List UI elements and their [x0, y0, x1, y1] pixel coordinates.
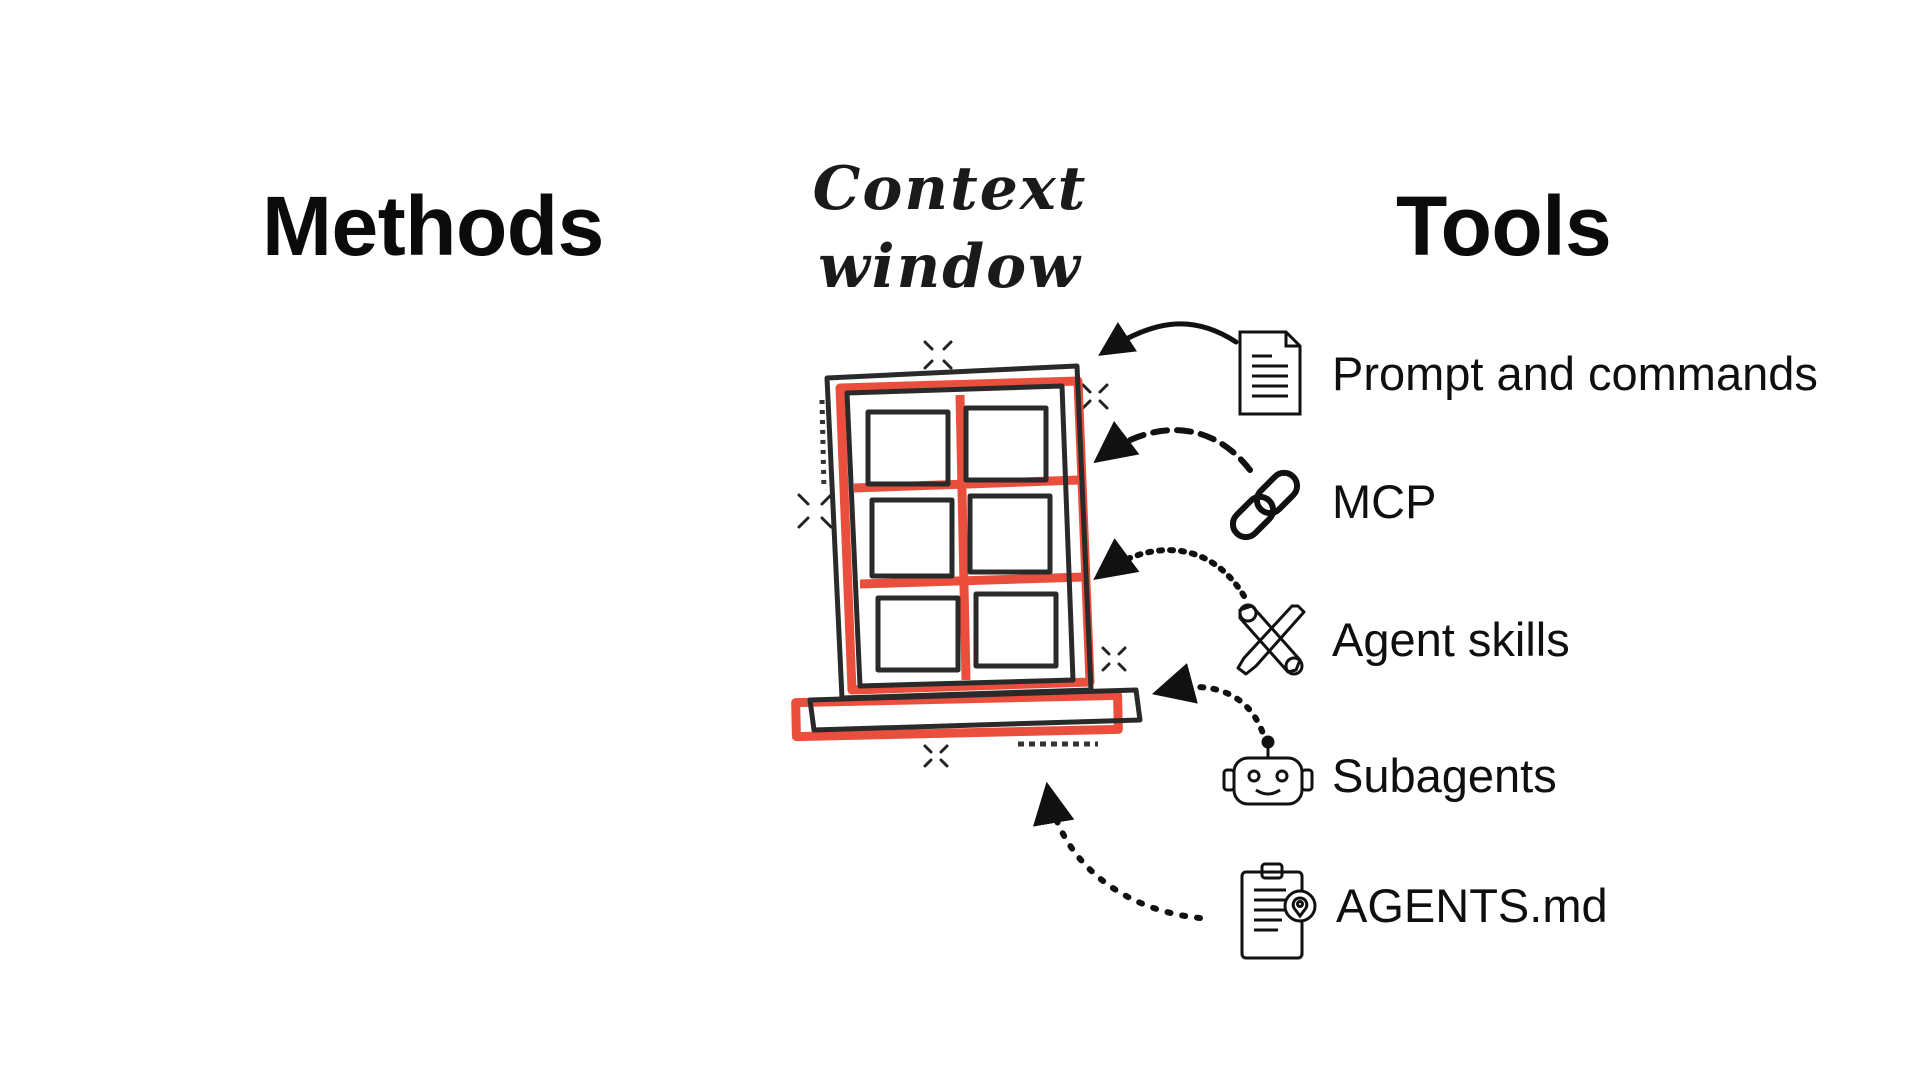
arrow-mcp	[1093, 420, 1253, 473]
document-icon	[1238, 330, 1302, 416]
tool-label-agents-md: AGENTS.md	[1336, 879, 1608, 932]
window-icon	[791, 340, 1143, 768]
clipboard-icon	[1240, 862, 1317, 960]
tool-label-prompt: Prompt and commands	[1332, 347, 1818, 400]
context-window-title-line2: window	[818, 232, 1082, 302]
robot-icon	[1222, 735, 1314, 806]
arrow-subagents	[1151, 663, 1269, 747]
tools-heading: Tools	[1396, 179, 1612, 273]
methods-heading: Methods	[262, 179, 604, 273]
tool-label-mcp: MCP	[1332, 475, 1437, 528]
tool-label-subagents: Subagents	[1332, 749, 1557, 802]
arrow-prompt	[1098, 321, 1239, 356]
wrench-icon	[1236, 603, 1306, 676]
arrow-skills	[1093, 538, 1247, 599]
context-window-title: Context window	[780, 150, 1120, 306]
arrows	[1033, 321, 1269, 921]
link-icon	[1229, 469, 1301, 541]
tool-label-agent-skills: Agent skills	[1332, 613, 1570, 666]
context-window-title-line1: Context	[812, 154, 1088, 224]
arrow-agentsmd	[1033, 781, 1203, 921]
